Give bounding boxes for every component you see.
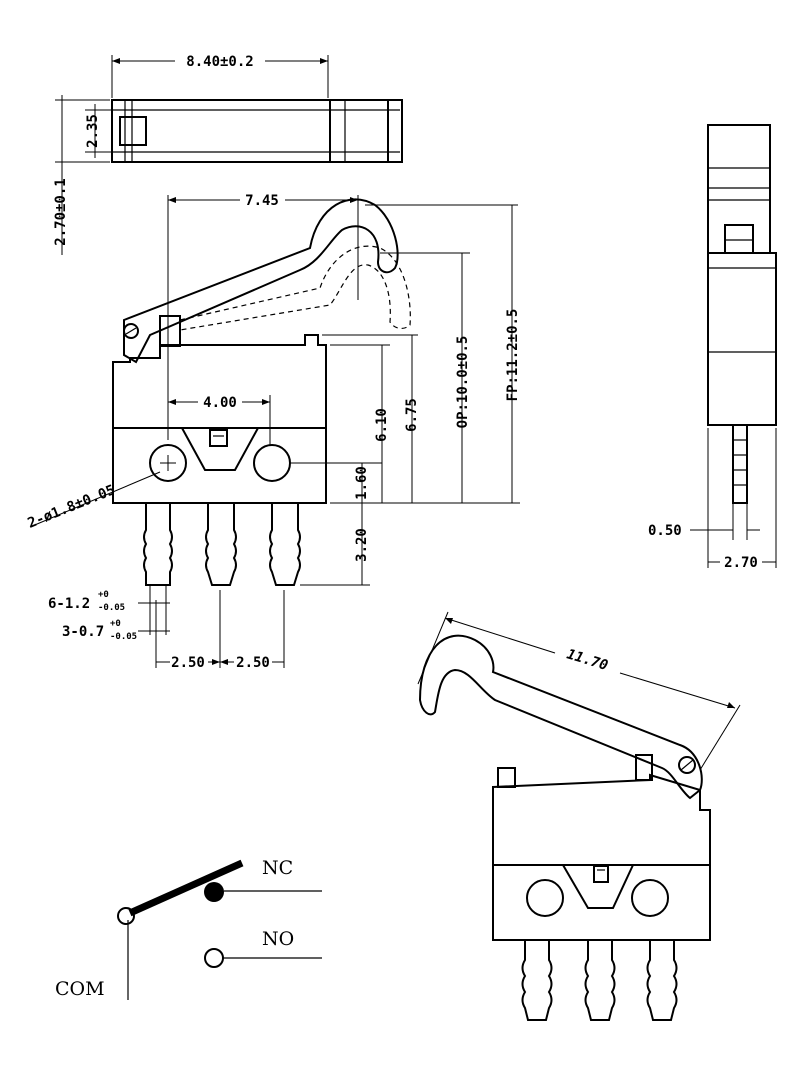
terminal-length-label: 3.20 (354, 528, 370, 562)
fp-label: FP:11.2±0.5 (505, 309, 521, 402)
nc-contact (204, 882, 224, 902)
com-terminal (117, 907, 135, 925)
hole-diameter-label: 2-ø1.8±0.05 (26, 482, 118, 532)
com-label: COM (55, 978, 105, 1000)
pitch-right-label: 2.50 (236, 655, 270, 671)
svg-text:-0.05: -0.05 (110, 632, 137, 642)
lever-pivot (123, 323, 139, 339)
pitch-dimensions: 2.50 2.50 (155, 590, 285, 671)
top-view-body (111, 99, 403, 163)
top-inner-height-dimension: 2.35 (85, 104, 118, 158)
no-contact (204, 948, 224, 968)
pitch-left-label: 2.50 (171, 655, 205, 671)
op-label: OP:10.0±0.5 (455, 336, 471, 429)
switch-schematic: NC NO COM (55, 857, 322, 1000)
button-height-label: 6.75 (404, 398, 420, 432)
front-terminals (143, 503, 301, 586)
no-label: NO (262, 928, 294, 950)
iso-body (492, 754, 711, 941)
actuator-plunger (159, 315, 181, 347)
lever-length-label: 11.70 (565, 646, 610, 674)
front-lever (123, 198, 411, 364)
hole-spacing-dimension: 4.00 (168, 395, 271, 445)
iso-terminals (521, 940, 678, 1021)
top-view: 8.40±0.2 2.35 2.70±0.1 (53, 54, 403, 255)
terminal-thickness-label: 3-0.7 (62, 624, 104, 640)
front-view: 7.45 4.00 2-ø1.8±0.05 1.60 (26, 193, 521, 671)
top-inner-height-label: 2.35 (85, 114, 101, 148)
body-height-label: 6.10 (374, 408, 390, 442)
svg-text:+0: +0 (110, 619, 121, 629)
terminal-width-label: 6-1.2 (48, 596, 90, 612)
mount-hole-right (253, 444, 291, 482)
side-width-label: 2.70 (724, 555, 758, 571)
terminal-callouts: 6-1.2 +0 -0.05 3-0.7 +0 -0.05 (48, 585, 170, 642)
hole-diameter-dimension: 2-ø1.8±0.05 (26, 471, 161, 532)
lever-offset-label: 7.45 (245, 193, 279, 209)
lever-offset-dimension: 7.45 (167, 193, 359, 440)
iso-view: 11.70 (417, 611, 741, 1021)
side-view: 0.50 2.70 (648, 124, 777, 571)
top-outer-height-label: 2.70±0.1 (53, 178, 69, 245)
top-width-label: 8.40±0.2 (186, 54, 253, 70)
svg-text:-0.05: -0.05 (98, 603, 125, 613)
height-dimensions: 1.60 6.10 6.75 OP:10.0±0.5 FP:11.2±0.5 3… (290, 204, 521, 586)
nc-label: NC (262, 857, 293, 879)
svg-text:+0: +0 (98, 590, 109, 600)
top-outer-height-dimension: 2.70±0.1 (53, 95, 110, 255)
hole-spacing-label: 4.00 (203, 395, 237, 411)
top-width-dimension: 8.40±0.2 (111, 54, 329, 98)
front-body (112, 334, 327, 504)
iso-lever (418, 634, 703, 800)
hole-height-label: 1.60 (354, 466, 370, 500)
side-width-dimension: 2.70 (707, 428, 777, 571)
side-thickness-dimension: 0.50 (648, 503, 760, 540)
side-thickness-label: 0.50 (648, 523, 682, 539)
switch-contact-arm (128, 859, 244, 917)
mount-hole-left (149, 444, 187, 482)
